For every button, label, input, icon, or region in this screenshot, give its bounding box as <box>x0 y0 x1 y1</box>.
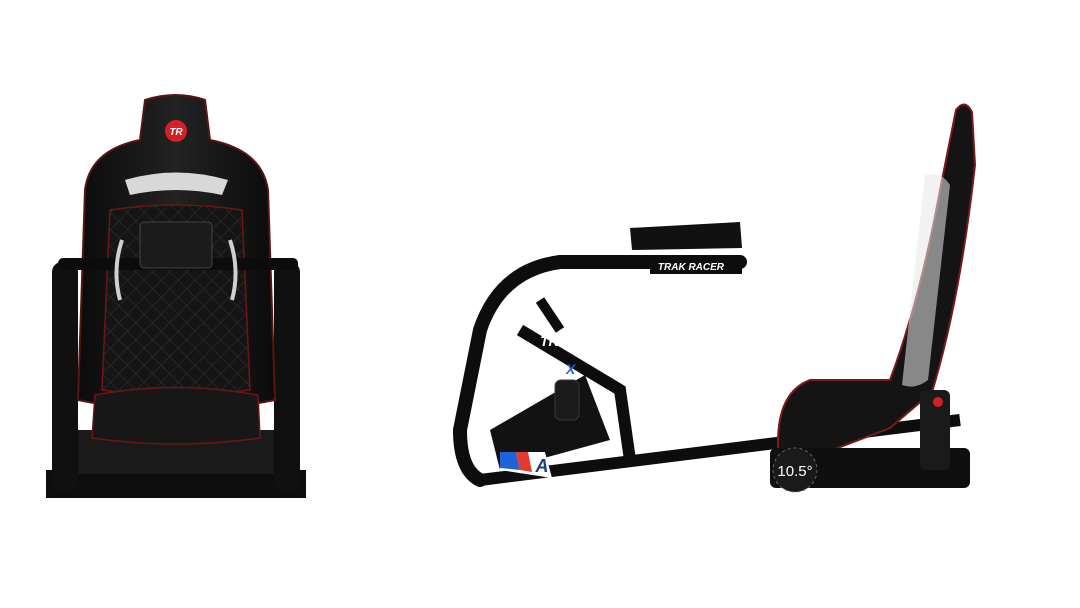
seat-bracket <box>920 390 950 470</box>
side-view-illustration: TRAK RACER A TR X 10.5° <box>452 103 977 493</box>
wheel-plate <box>630 222 742 250</box>
upper-brace <box>535 297 565 333</box>
seat-cushion <box>91 386 261 445</box>
badge-blue-stripe <box>500 452 520 470</box>
arm-brand-text: TRAK RACER <box>658 262 725 273</box>
angle-dial <box>772 447 818 493</box>
harness-slot <box>125 172 228 195</box>
seat-highlight <box>902 173 950 387</box>
left-bracket <box>114 239 124 301</box>
headrest-logo-badge <box>165 120 187 142</box>
badge-text: A <box>535 456 549 476</box>
right-upright <box>274 262 300 492</box>
badge-red-stripe <box>516 452 532 472</box>
wheel-arm <box>650 258 742 274</box>
front-view-seat: TR <box>0 0 360 608</box>
pedal <box>554 379 580 421</box>
right-bracket <box>228 239 238 301</box>
wheel-mount-plate <box>139 221 213 269</box>
base-frame <box>46 470 306 498</box>
adjustment-knob <box>933 397 943 407</box>
pedal-plate <box>490 375 610 470</box>
headrest-logo-text: TR <box>169 127 183 138</box>
front-brace <box>516 324 636 461</box>
tilt-angle-label: 10.5° <box>777 463 812 480</box>
main-tube-frame <box>452 255 747 487</box>
front-view-illustration: TR <box>46 94 306 498</box>
frame-logo-x: X <box>565 361 577 377</box>
left-upright <box>52 262 78 492</box>
frame-logo-tr: TR <box>540 333 560 349</box>
side-view-rig: TRAK RACER A TR X 10.5° <box>420 0 1080 608</box>
